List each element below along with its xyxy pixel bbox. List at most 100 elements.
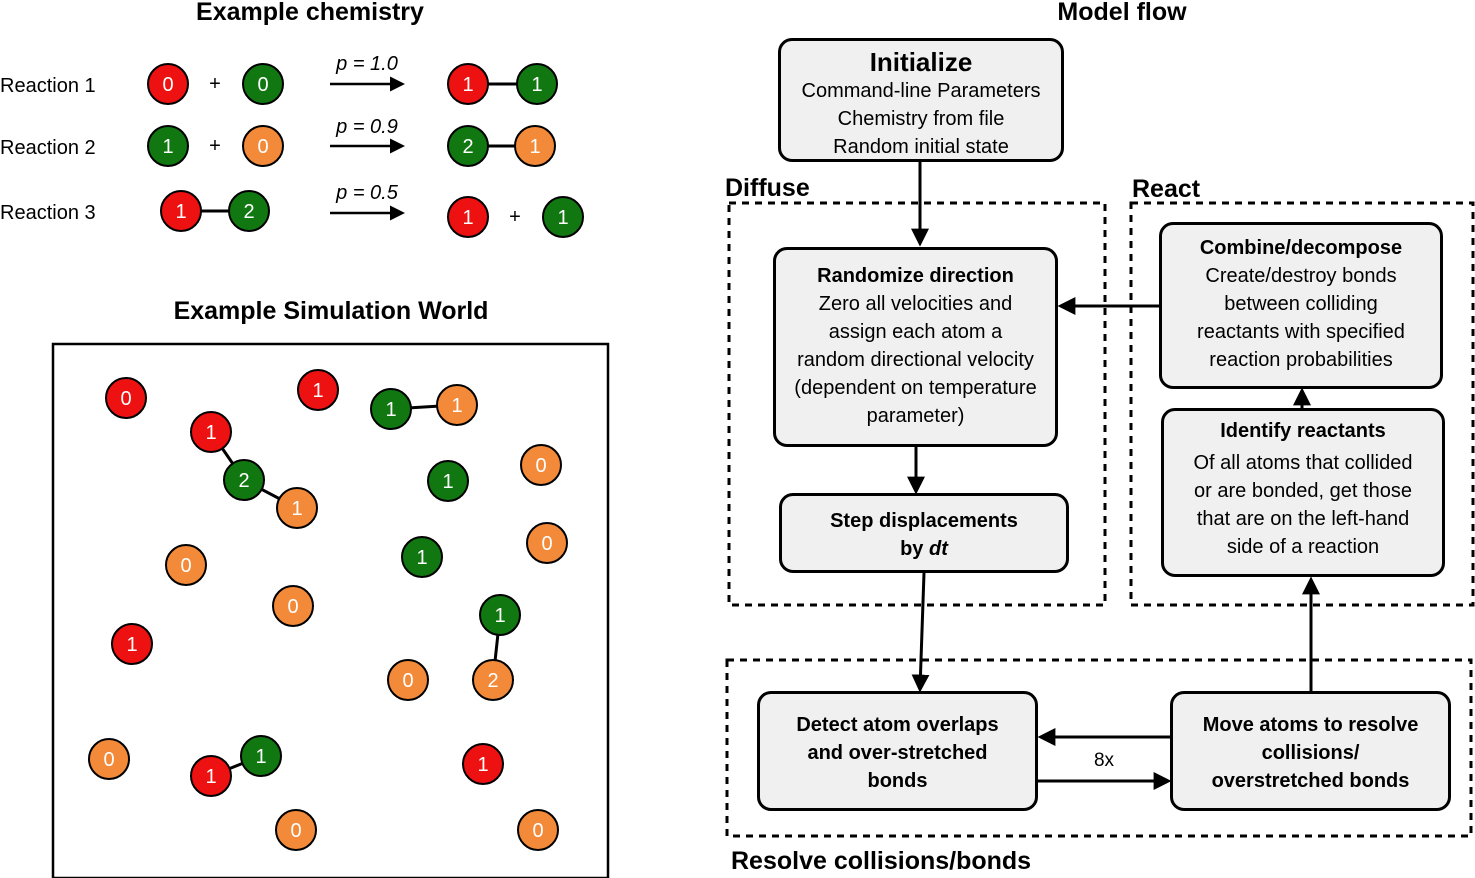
atom-circle xyxy=(427,460,469,502)
identify-line: side of a reaction xyxy=(1226,536,1380,558)
atom-circle xyxy=(275,809,317,851)
atom-circle xyxy=(242,63,284,105)
product-atom: 1 xyxy=(542,196,584,238)
atom-label: 0 xyxy=(287,596,298,618)
model-flow-panel: Model flow Diffuse React Resolve collisi… xyxy=(725,0,1475,875)
world-atom: 1 xyxy=(479,594,521,636)
world-border xyxy=(51,342,610,878)
atom-circle xyxy=(190,755,232,797)
atom-circle xyxy=(272,585,314,627)
reactant-atom: 0 xyxy=(242,125,284,167)
atom-label: 1 xyxy=(529,136,540,158)
combine-title: Combine/decompose xyxy=(1199,237,1403,259)
product-atom: 2 xyxy=(447,125,489,167)
atom-label: 1 xyxy=(557,207,568,229)
reaction-probability: p = 0.9 xyxy=(335,116,398,138)
atom-circle xyxy=(520,444,562,486)
move-line: Move atoms to resolve xyxy=(1202,714,1419,736)
atom-circle xyxy=(516,63,558,105)
product-atom: 1 xyxy=(447,196,489,238)
reaction-label: Reaction 1 xyxy=(0,75,96,97)
world-atom: 0 xyxy=(165,544,207,586)
atom-label: 1 xyxy=(175,201,186,223)
chemistry-title: Example chemistry xyxy=(196,0,424,26)
atom-label: 0 xyxy=(532,820,543,842)
arrow-step-to-detect xyxy=(911,572,930,693)
atom-label: 0 xyxy=(535,455,546,477)
atom-circle xyxy=(88,738,130,780)
world-bonds xyxy=(209,403,502,778)
atom-label: 0 xyxy=(103,749,114,771)
atom-label: 2 xyxy=(238,470,249,492)
identify-title: Identify reactants xyxy=(1220,420,1386,442)
combine-line: Create/destroy bonds xyxy=(1205,265,1397,287)
atom-circle xyxy=(370,388,412,430)
initialize-line: Command-line Parameters xyxy=(801,80,1041,102)
atom-label: 1 xyxy=(162,136,173,158)
atom-circle xyxy=(160,190,202,232)
atom-label: 0 xyxy=(257,74,268,96)
detect-line: Detect atom overlaps xyxy=(796,714,999,736)
atom-circle xyxy=(387,659,429,701)
atom-circle xyxy=(223,459,265,501)
atom-label: 1 xyxy=(451,395,462,417)
randomize-line: parameter) xyxy=(866,405,965,427)
atom-label: 0 xyxy=(162,74,173,96)
reaction-probability: p = 0.5 xyxy=(335,182,399,204)
diffuse-region xyxy=(727,201,1107,607)
step-line: Step displacements xyxy=(830,510,1018,532)
step-by-text: by xyxy=(900,538,929,560)
atom-label: 1 xyxy=(494,605,505,627)
world-atom: 1 xyxy=(111,623,153,665)
atom-circle xyxy=(472,659,514,701)
world-atom: 0 xyxy=(88,738,130,780)
world-atom: 1 xyxy=(190,755,232,797)
atom-circle xyxy=(447,196,489,238)
plus-sign: + xyxy=(509,206,521,228)
combine-line: between colliding xyxy=(1224,293,1378,315)
atom-label: 1 xyxy=(312,380,323,402)
world-atom: 1 xyxy=(436,384,478,426)
world-atom: 1 xyxy=(370,388,412,430)
world-atom: 2 xyxy=(223,459,265,501)
world-atom: 0 xyxy=(520,444,562,486)
resolve-label: Resolve collisions/bonds xyxy=(731,847,1031,875)
product-atom: 1 xyxy=(447,63,489,105)
atom-label: 1 xyxy=(416,547,427,569)
reaction-label: Reaction 2 xyxy=(0,137,96,159)
atom-circle xyxy=(147,63,189,105)
atom-label: 0 xyxy=(120,388,131,410)
atom-circle xyxy=(228,190,270,232)
step-dt-text: dt xyxy=(929,538,948,560)
world-atom: 0 xyxy=(272,585,314,627)
atom-label: 1 xyxy=(255,746,266,768)
reactant-atom: 0 xyxy=(242,63,284,105)
atom-label: 1 xyxy=(126,634,137,656)
plus-sign: + xyxy=(209,73,221,95)
world-atom: 0 xyxy=(517,809,559,851)
move-atoms-box: Move atoms to resolve collisions/ overst… xyxy=(1170,691,1451,811)
atom-circle xyxy=(105,377,147,419)
combine-decompose-box: Combine/decompose Create/destroy bonds b… xyxy=(1159,222,1443,389)
atom-circle xyxy=(479,594,521,636)
world-atom: 1 xyxy=(427,460,469,502)
atom-label: 1 xyxy=(442,471,453,493)
randomize-line: random directional velocity xyxy=(797,349,1034,371)
reaction-row: Reaction 2 1 +0 p = 0.9 2 1 xyxy=(0,116,556,167)
atom-label: 0 xyxy=(290,820,301,842)
plus-sign: + xyxy=(209,135,221,157)
world-atom: 1 xyxy=(462,743,504,785)
resolve-region xyxy=(725,658,1473,838)
atom-circle xyxy=(147,125,189,167)
world-atom: 1 xyxy=(297,369,339,411)
reactant-atom: 1 xyxy=(160,190,202,232)
atom-label: 1 xyxy=(385,399,396,421)
identify-reactants-box: Identify reactants Of all atoms that col… xyxy=(1161,408,1445,577)
atom-label: 1 xyxy=(205,422,216,444)
world-atom: 1 xyxy=(276,487,318,529)
react-region xyxy=(1129,201,1475,607)
